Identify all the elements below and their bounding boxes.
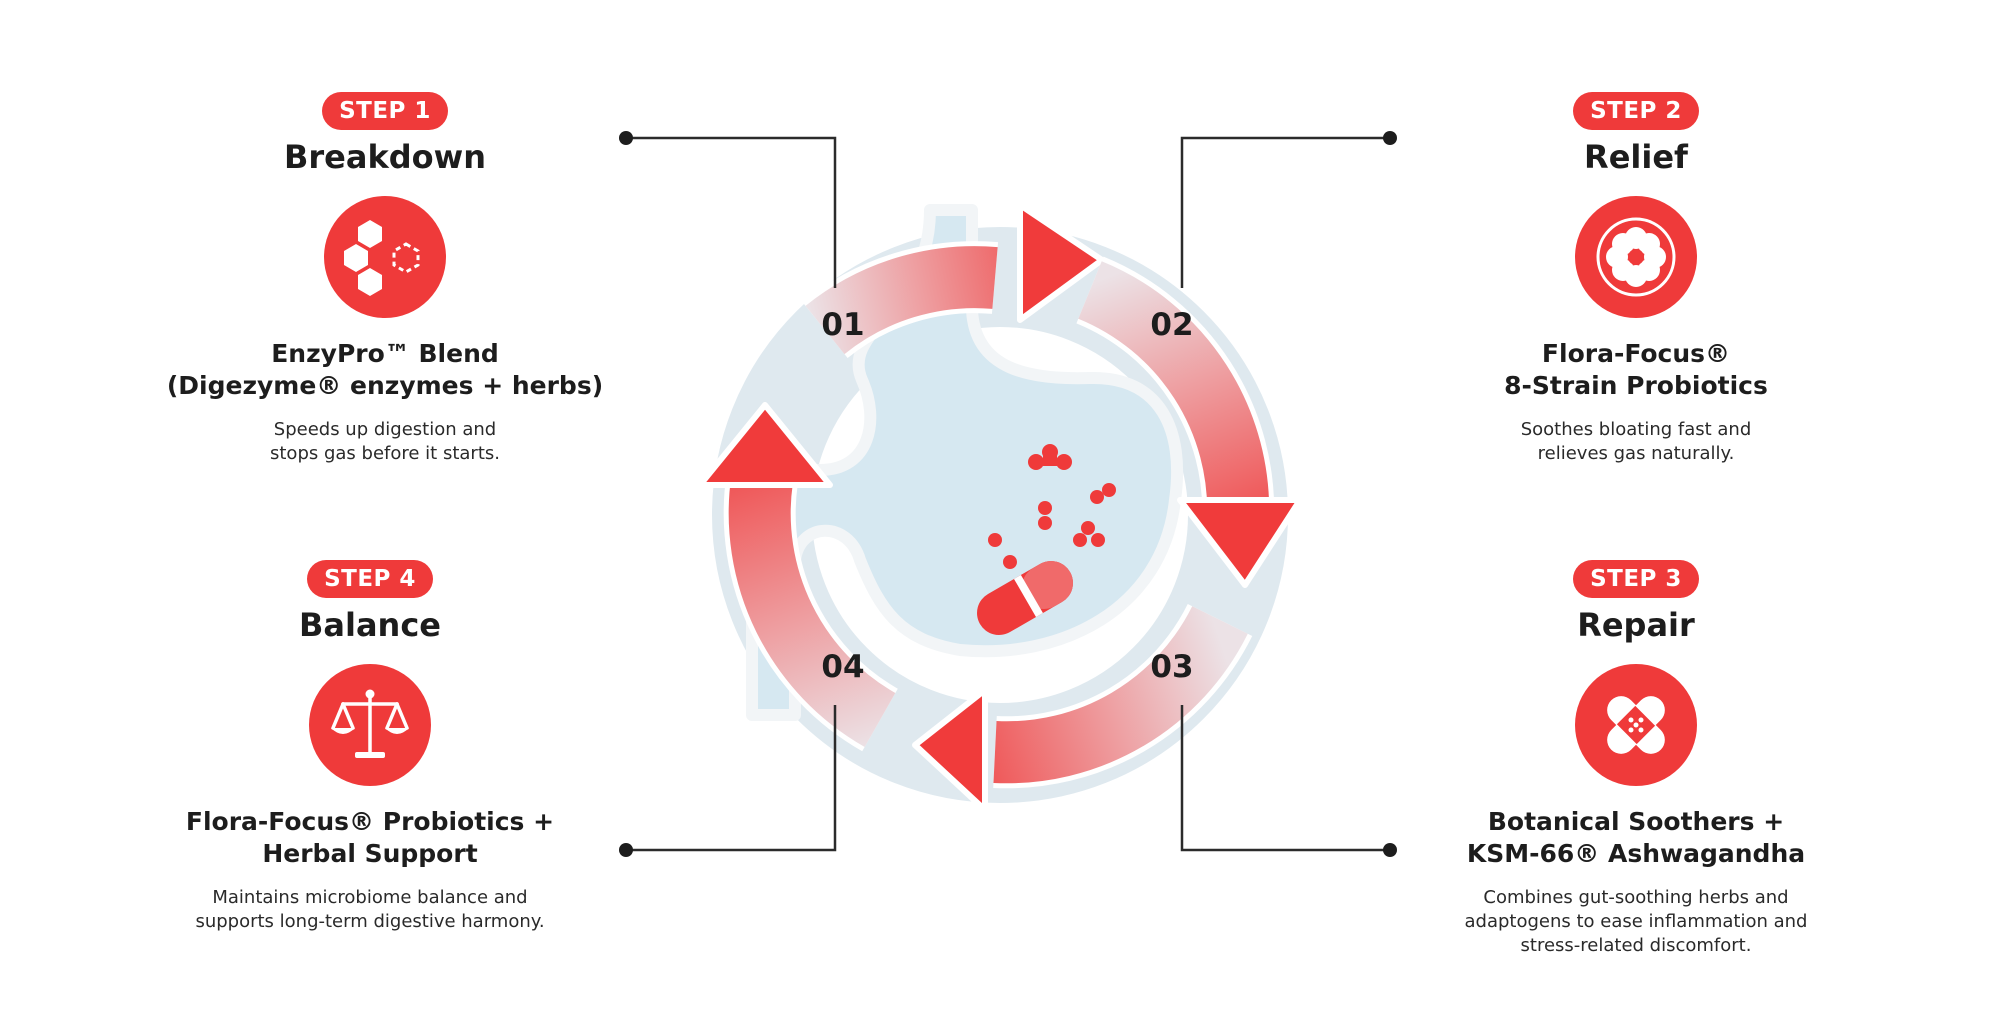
step-1-description: Speeds up digestion and stops gas before… bbox=[270, 418, 500, 466]
step-1-block: STEP 1 Breakdown EnzyPro™ Blend (Digezym… bbox=[125, 92, 645, 466]
step-3-desc-line: Combines gut-soothing herbs and bbox=[1483, 887, 1789, 908]
arrow-step-3 bbox=[993, 605, 1248, 784]
step-1-product-line: (Digezyme® enzymes + herbs) bbox=[166, 371, 604, 400]
cycle-number-04: 04 bbox=[821, 649, 864, 685]
connector-step-2 bbox=[1180, 136, 1390, 288]
capsule-icon bbox=[977, 561, 1073, 635]
step-2-product-line: Flora-Focus® bbox=[1541, 339, 1731, 368]
step-2-title: Relief bbox=[1584, 138, 1688, 176]
flower-icon bbox=[1575, 196, 1697, 318]
step-4-desc-line: supports long-term digestive harmony. bbox=[195, 911, 545, 932]
arrow-step-2 bbox=[1077, 261, 1270, 522]
cycle-number-02: 02 bbox=[1150, 307, 1193, 343]
connector-dot-2 bbox=[1383, 131, 1397, 145]
connector-dot-1 bbox=[619, 131, 633, 145]
step-3-description: Combines gut-soothing herbs and adaptoge… bbox=[1464, 886, 1807, 958]
connector-step-3 bbox=[1180, 705, 1390, 852]
step-1-product-line: EnzyPro™ Blend bbox=[271, 339, 499, 368]
connector-lines bbox=[626, 136, 1390, 852]
step-4-product-line: Flora-Focus® Probiotics + bbox=[185, 807, 555, 836]
connector-step-4 bbox=[626, 705, 837, 852]
step-1-title: Breakdown bbox=[284, 138, 486, 176]
step-1-product: EnzyPro™ Blend (Digezyme® enzymes + herb… bbox=[167, 338, 603, 402]
arrow-step-4 bbox=[728, 475, 896, 747]
step-3-product-line: Botanical Soothers + bbox=[1487, 807, 1785, 836]
step-1-desc-line: stops gas before it starts. bbox=[270, 443, 500, 464]
step-4-badge: STEP 4 bbox=[307, 560, 433, 598]
step-4-block: STEP 4 Balance bbox=[110, 560, 630, 934]
step-3-title: Repair bbox=[1577, 606, 1695, 644]
step-3-product: Botanical Soothers + KSM-66® Ashwagandha bbox=[1467, 806, 1805, 870]
cycle-number-01: 01 bbox=[821, 307, 864, 343]
connector-step-1 bbox=[626, 136, 837, 288]
step-3-block: STEP 3 Repair Botanical Soothers + bbox=[1376, 560, 1896, 958]
step-4-product-line: Herbal Support bbox=[262, 839, 478, 868]
step-4-title: Balance bbox=[299, 606, 441, 644]
step-3-desc-line: stress-related discomfort. bbox=[1520, 935, 1752, 956]
balance-scale-icon bbox=[309, 664, 431, 786]
molecule-icon bbox=[324, 196, 446, 318]
connector-dot-4 bbox=[619, 843, 633, 857]
step-4-description: Maintains microbiome balance and support… bbox=[195, 886, 544, 934]
step-4-desc-line: Maintains microbiome balance and bbox=[212, 887, 528, 908]
cycle-number-03: 03 bbox=[1150, 649, 1193, 685]
step-2-block: STEP 2 Relief Flora-Focus® 8-Strain Prob… bbox=[1376, 92, 1896, 466]
step-3-badge: STEP 3 bbox=[1573, 560, 1699, 598]
step-2-desc-line: Soothes bloating fast and bbox=[1520, 419, 1752, 440]
enzyme-molecules bbox=[988, 444, 1116, 569]
step-2-desc-line: relieves gas naturally. bbox=[1537, 443, 1735, 464]
step-2-product-line: 8-Strain Probiotics bbox=[1504, 371, 1768, 400]
step-1-badge: STEP 1 bbox=[322, 92, 448, 130]
stomach-illustration bbox=[746, 204, 1184, 721]
bandage-icon bbox=[1575, 664, 1697, 786]
arrow-step-1 bbox=[805, 246, 998, 355]
step-2-badge: STEP 2 bbox=[1573, 92, 1699, 130]
step-4-product: Flora-Focus® Probiotics + Herbal Support bbox=[186, 806, 554, 870]
connector-dot-3 bbox=[1383, 843, 1397, 857]
step-3-product-line: KSM-66® Ashwagandha bbox=[1466, 839, 1806, 868]
cycle-arrows bbox=[697, 202, 1303, 813]
step-1-desc-line: Speeds up digestion and bbox=[273, 419, 497, 440]
step-3-desc-line: adaptogens to ease inflammation and bbox=[1464, 911, 1808, 932]
step-2-description: Soothes bloating fast and relieves gas n… bbox=[1521, 418, 1752, 466]
step-2-product: Flora-Focus® 8-Strain Probiotics bbox=[1504, 338, 1768, 402]
